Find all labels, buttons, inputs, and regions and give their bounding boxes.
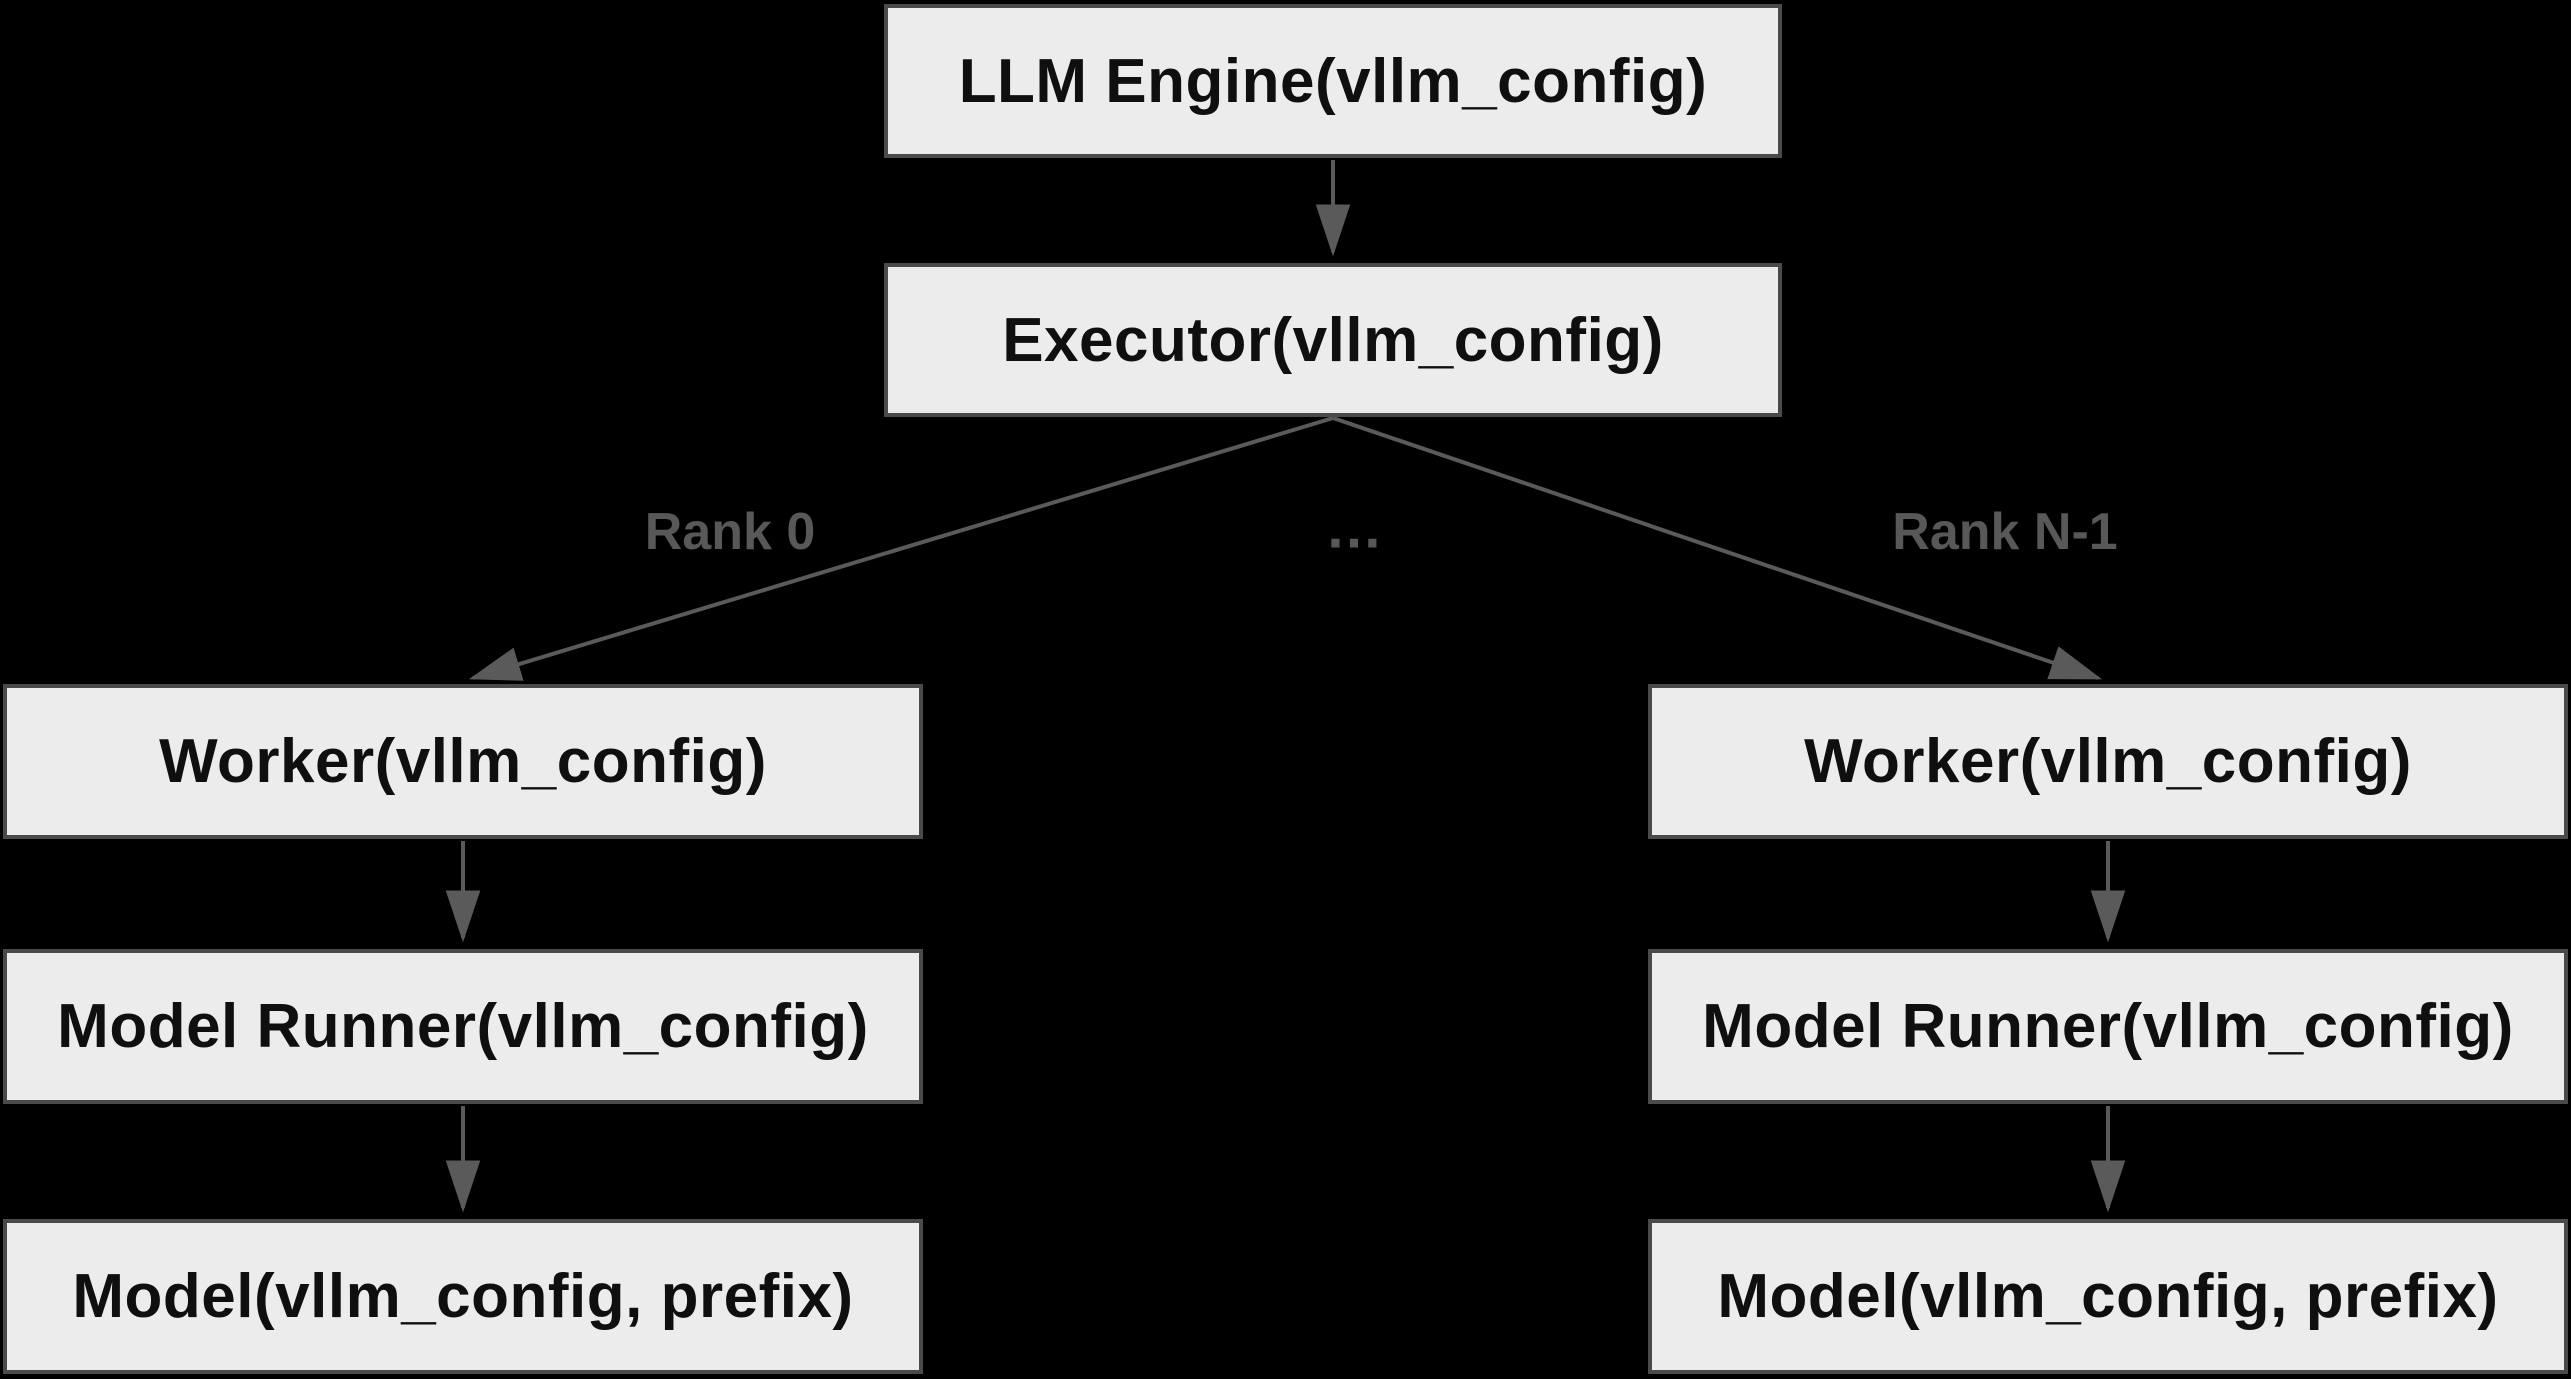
edge-executor-to-worker-right (1332, 416, 2103, 680)
edge-label-ellipsis: … (1325, 495, 1385, 561)
node-executor: Executor(vllm_config) (884, 263, 1782, 417)
node-model-rank0-label: Model(vllm_config, prefix) (72, 1262, 854, 1331)
node-model-rank-n1: Model(vllm_config, prefix) (1648, 1219, 2568, 1374)
edge-label-rank-n-minus-1: Rank N-1 (1892, 503, 2118, 561)
node-model-runner-rank0-label: Model Runner(vllm_config) (57, 992, 869, 1061)
node-model-runner-rank-n1-label: Model Runner(vllm_config) (1702, 992, 2514, 1061)
node-model-rank-n1-label: Model(vllm_config, prefix) (1717, 1262, 2499, 1331)
node-model-runner-rank-n1: Model Runner(vllm_config) (1648, 949, 2568, 1104)
node-worker-rank0: Worker(vllm_config) (3, 684, 923, 839)
node-llm-engine-label: LLM Engine(vllm_config) (958, 46, 1708, 116)
node-llm-engine: LLM Engine(vllm_config) (884, 4, 1782, 158)
edge-label-rank0: Rank 0 (644, 503, 816, 561)
node-executor-label: Executor(vllm_config) (1002, 305, 1664, 375)
node-worker-rank0-label: Worker(vllm_config) (159, 727, 767, 796)
node-worker-rank-n1-label: Worker(vllm_config) (1804, 727, 2412, 796)
edge-executor-to-worker-left (468, 416, 1334, 681)
node-model-runner-rank0: Model Runner(vllm_config) (3, 949, 923, 1104)
node-model-rank0: Model(vllm_config, prefix) (3, 1219, 923, 1374)
node-worker-rank-n1: Worker(vllm_config) (1648, 684, 2568, 839)
